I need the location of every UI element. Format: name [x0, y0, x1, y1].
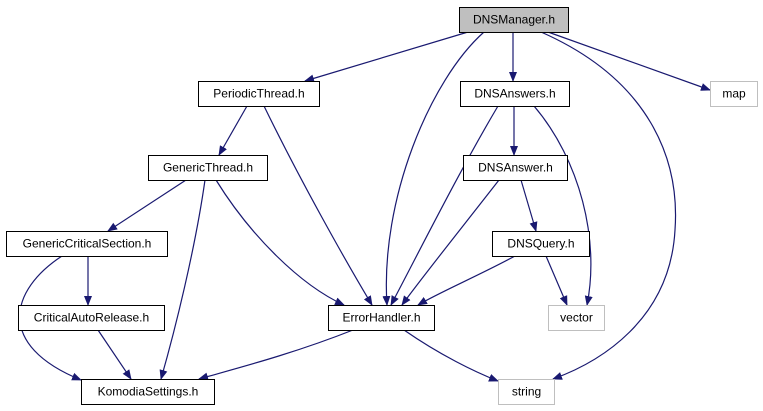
node-box [198, 81, 320, 107]
node-label: GenericThread.h [163, 161, 253, 175]
edge-errorhandler-to-komodiasettings [198, 329, 354, 381]
edge-dnsanswers-to-errorhandler [390, 105, 499, 306]
node-label: DNSAnswer.h [478, 161, 553, 175]
edge-genericthread-to-komodiasettings [159, 179, 206, 380]
node-box [328, 305, 435, 331]
edge-line [401, 179, 500, 306]
node-periodicthread[interactable]: PeriodicThread.h [198, 81, 320, 107]
edge-line [382, 31, 485, 306]
edge-periodicthread-to-genericthread [218, 105, 248, 156]
node-label: vector [560, 311, 593, 325]
edge-dnsmanager-to-periodicthread [304, 31, 469, 83]
edge-line [304, 31, 469, 83]
edges-layer [19, 31, 711, 382]
edge-dnsanswer-to-dnsquery [520, 179, 538, 232]
node-box [459, 7, 569, 33]
edge-line [159, 179, 206, 380]
edge-genericthread-to-errorhandler [215, 179, 345, 306]
edge-dnsmanager-to-string [540, 31, 677, 380]
node-box [498, 379, 555, 405]
node-string: string [498, 379, 555, 405]
edge-periodicthread-to-errorhandler [263, 105, 373, 306]
node-box [18, 305, 165, 331]
edge-dnsmanager-to-errorhandler [382, 31, 485, 306]
node-dnsanswers[interactable]: DNSAnswers.h [460, 81, 570, 107]
node-box [548, 305, 605, 331]
edge-line [545, 255, 568, 306]
edge-line [97, 329, 132, 380]
node-dnsmanager[interactable]: DNSManager.h [459, 7, 569, 33]
edge-genericthread-to-genericcriticalsection [107, 179, 187, 232]
edge-line [540, 31, 677, 380]
edge-dnsanswer-to-errorhandler [401, 179, 500, 306]
node-box [460, 81, 570, 107]
edge-dnsanswers-to-vector [533, 105, 593, 306]
edge-line [403, 329, 499, 382]
node-criticalautorelease[interactable]: CriticalAutoRelease.h [18, 305, 165, 331]
node-label: map [722, 87, 746, 101]
node-komodiasettings[interactable]: KomodiaSettings.h [81, 379, 215, 405]
edge-line [215, 179, 345, 306]
node-box [148, 155, 268, 181]
edge-errorhandler-to-string [403, 329, 499, 382]
edge-line [390, 105, 499, 306]
node-box [6, 231, 168, 257]
node-genericthread[interactable]: GenericThread.h [148, 155, 268, 181]
node-dnsanswer[interactable]: DNSAnswer.h [463, 155, 568, 181]
node-label: ErrorHandler.h [342, 311, 420, 325]
edge-line [547, 31, 711, 91]
edge-line [417, 255, 516, 306]
node-map: map [710, 81, 758, 107]
node-label: KomodiaSettings.h [98, 385, 199, 399]
node-box [492, 231, 590, 257]
node-box [463, 155, 568, 181]
edge-criticalautorelease-to-komodiasettings [97, 329, 132, 380]
edge-line [533, 105, 593, 306]
edge-dnsquery-to-vector [545, 255, 568, 306]
node-box [710, 81, 758, 107]
edge-line [520, 179, 538, 232]
node-label: DNSQuery.h [507, 237, 574, 251]
edge-dnsmanager-to-map [547, 31, 711, 91]
node-errorhandler[interactable]: ErrorHandler.h [328, 305, 435, 331]
node-dnsquery[interactable]: DNSQuery.h [492, 231, 590, 257]
node-label: PeriodicThread.h [213, 87, 304, 101]
node-vector: vector [548, 305, 605, 331]
edge-line [218, 105, 248, 156]
node-label: GenericCriticalSection.h [23, 237, 152, 251]
edge-line [198, 329, 354, 381]
node-label: DNSManager.h [473, 13, 555, 27]
edge-dnsquery-to-errorhandler [417, 255, 516, 306]
node-label: DNSAnswers.h [474, 87, 555, 101]
node-label: string [512, 385, 541, 399]
edge-line [107, 179, 187, 232]
node-genericcriticalsection[interactable]: GenericCriticalSection.h [6, 231, 168, 257]
node-label: CriticalAutoRelease.h [34, 311, 149, 325]
node-box [81, 379, 215, 405]
edge-line [263, 105, 373, 306]
